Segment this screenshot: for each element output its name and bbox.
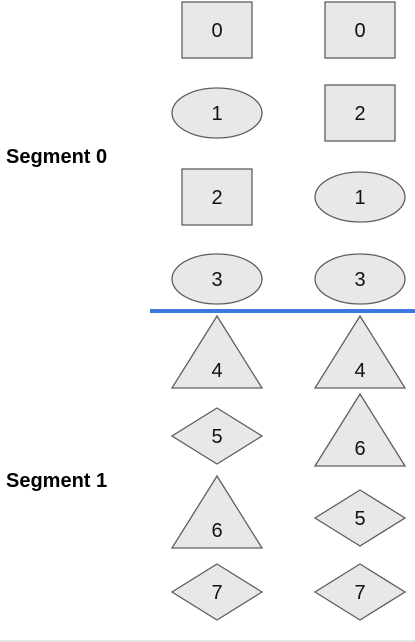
- node-left-5: 5: [170, 407, 264, 465]
- node-right-6: 5: [313, 489, 407, 547]
- node-left-0: 0: [181, 1, 253, 59]
- node-label: 6: [354, 438, 365, 460]
- node-left-7: 7: [170, 563, 264, 621]
- segment-1-label: Segment 1: [6, 470, 107, 492]
- node-label: 3: [211, 269, 222, 291]
- node-right-4: 4: [313, 314, 407, 389]
- node-label: 5: [354, 508, 365, 530]
- node-label: 7: [354, 582, 365, 604]
- node-label: 4: [211, 360, 222, 382]
- node-diamond-shape: [170, 563, 264, 621]
- node-label: 1: [211, 103, 222, 125]
- node-diamond-shape: [313, 489, 407, 547]
- node-triangle-shape: [170, 474, 264, 549]
- node-right-1: 2: [324, 84, 396, 142]
- node-right-7: 7: [313, 563, 407, 621]
- node-left-3: 3: [171, 253, 263, 305]
- node-diamond-shape: [170, 407, 264, 465]
- node-label: 7: [211, 582, 222, 604]
- node-label: 2: [354, 103, 365, 125]
- nodes-group: 0 1 2 3 4 5 6 7 0 2 1 3 4 6 5 7: [170, 1, 407, 621]
- node-square-shape: [324, 1, 396, 59]
- node-right-2: 1: [314, 171, 406, 223]
- node-square-shape: [181, 168, 253, 226]
- node-diamond-shape: [313, 563, 407, 621]
- node-right-3: 3: [314, 253, 406, 305]
- node-triangle-shape: [313, 392, 407, 467]
- node-label: 2: [211, 187, 222, 209]
- node-left-1: 1: [171, 87, 263, 139]
- node-right-0: 0: [324, 1, 396, 59]
- segment-0-label: Segment 0: [6, 146, 107, 168]
- node-label: 5: [211, 426, 222, 448]
- node-ellipse-shape: [171, 87, 263, 139]
- node-label: 3: [354, 269, 365, 291]
- node-left-2: 2: [181, 168, 253, 226]
- node-right-5: 6: [313, 392, 407, 467]
- node-triangle-shape: [313, 314, 407, 389]
- node-left-6: 6: [170, 474, 264, 549]
- node-label: 4: [354, 360, 365, 382]
- node-square-shape: [181, 1, 253, 59]
- node-square-shape: [324, 84, 396, 142]
- node-label: 0: [354, 20, 365, 42]
- node-ellipse-shape: [171, 253, 263, 305]
- node-ellipse-shape: [314, 253, 406, 305]
- node-label: 1: [354, 187, 365, 209]
- node-label: 0: [211, 20, 222, 42]
- node-triangle-shape: [170, 314, 264, 389]
- node-left-4: 4: [170, 314, 264, 389]
- node-ellipse-shape: [314, 171, 406, 223]
- node-label: 6: [211, 520, 222, 542]
